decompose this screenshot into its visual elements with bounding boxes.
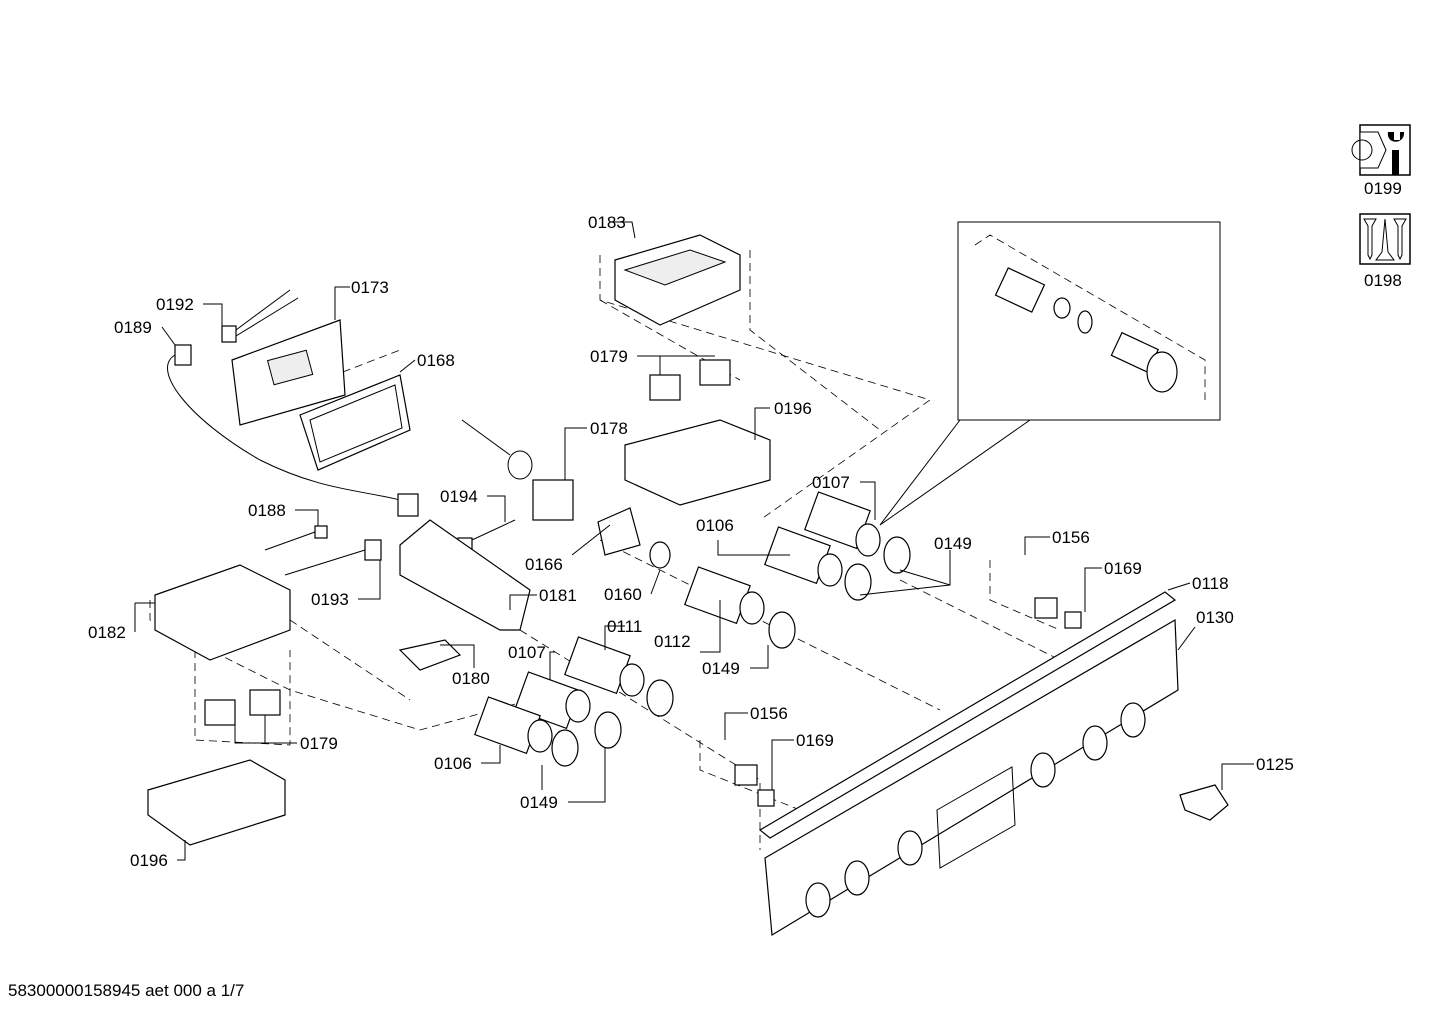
part-label: 0166 — [525, 555, 563, 574]
part-label: 0183 — [588, 213, 626, 232]
part-label: 0188 — [248, 501, 286, 520]
part-label: 0178 — [590, 419, 628, 438]
part-label: 0149 — [520, 793, 558, 812]
part-0196-bracket — [147, 419, 771, 846]
part-label: 0182 — [88, 623, 126, 642]
part-label: 0198 — [1364, 271, 1402, 290]
part-0118-trim-strip — [758, 591, 1177, 839]
part-label: 0149 — [702, 659, 740, 678]
part-0189-wiring-harness — [167, 344, 419, 517]
part-0192-connector — [221, 289, 299, 343]
part-0178-thermostat — [461, 419, 574, 521]
part-label: 0179 — [300, 734, 338, 753]
part-label: 0196 — [774, 399, 812, 418]
part-label: 0180 — [452, 669, 490, 688]
part-0180-clip — [398, 639, 462, 671]
part-labels: 0183 0173 0192 0189 0168 0179 0196 0178 … — [88, 213, 1294, 870]
part-label: 0194 — [440, 487, 478, 506]
leader-lines — [134, 221, 1254, 861]
part-label: 0156 — [750, 704, 788, 723]
part-label: 0181 — [539, 586, 577, 605]
part-0181-terminal-block — [399, 519, 531, 631]
part-label: 0169 — [796, 731, 834, 750]
nut-wrench-icon — [1351, 124, 1411, 176]
part-label: 0193 — [311, 590, 349, 609]
part-label: 0106 — [696, 516, 734, 535]
part-0183-module — [614, 234, 741, 326]
part-label: 0168 — [417, 351, 455, 370]
part-0160-lamp — [649, 541, 671, 569]
part-label: 0118 — [1192, 574, 1229, 593]
part-label: 0125 — [1256, 755, 1294, 774]
part-label: 0189 — [114, 318, 152, 337]
part-label: 0160 — [604, 585, 642, 604]
part-0130-front-panel — [764, 618, 1179, 937]
part-label: 0173 — [351, 278, 389, 297]
detail-inset — [879, 221, 1221, 526]
part-label: 0130 — [1196, 608, 1234, 627]
screws-icon — [1359, 213, 1411, 265]
part-0173-control-board — [231, 319, 346, 426]
part-label: 0156 — [1052, 528, 1090, 547]
part-label: 0199 — [1364, 179, 1402, 198]
part-label: 0149 — [934, 534, 972, 553]
part-label: 0192 — [156, 295, 194, 314]
part-label: 0107 — [812, 473, 850, 492]
part-label: 0111 — [607, 617, 642, 636]
knob-assemblies — [474, 491, 911, 767]
document-footer: 58300000158945 aet 000 a 1/7 — [8, 981, 245, 1000]
part-0156-0169-sensors — [734, 597, 1082, 807]
part-label: 0112 — [654, 632, 691, 651]
part-label: 0179 — [590, 347, 628, 366]
part-0188-0193-wires — [264, 525, 382, 576]
part-0182-module — [154, 564, 291, 661]
part-0166-holder — [597, 507, 641, 556]
part-label: 0169 — [1104, 559, 1142, 578]
part-label: 0106 — [434, 754, 472, 773]
part-0168-cover — [299, 374, 411, 471]
part-label: 0107 — [508, 643, 546, 662]
part-label: 0196 — [130, 851, 168, 870]
part-0125-hinge — [1179, 784, 1229, 821]
part-0179-switches — [204, 359, 731, 726]
